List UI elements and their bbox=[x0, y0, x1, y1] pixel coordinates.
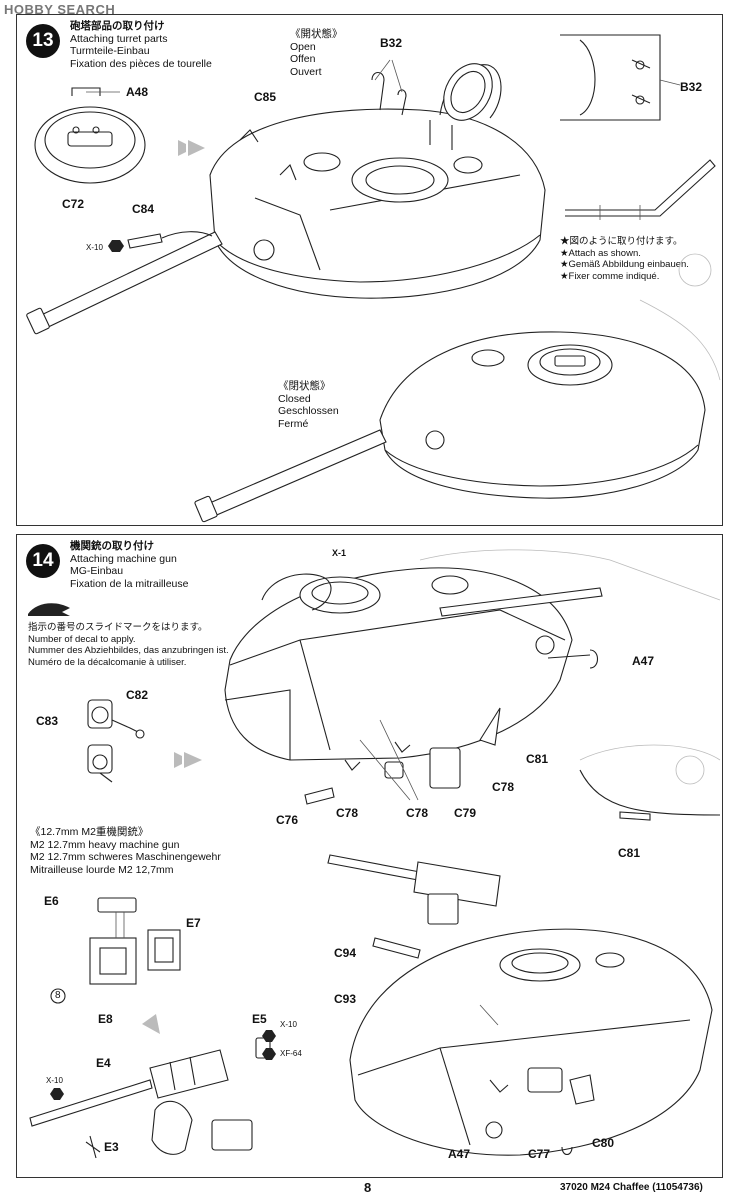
step-13-title: 砲塔部品の取り付け Attaching turret parts Turmtei… bbox=[70, 20, 212, 70]
part-e6: E6 bbox=[44, 894, 59, 908]
part-c80: C80 bbox=[592, 1136, 615, 1150]
part-c82: C82 bbox=[126, 688, 149, 702]
decal-note: 指示の番号のスライドマークをはります。 Number of decal to a… bbox=[28, 622, 229, 668]
product-code: 37020 M24 Chaffee (11054736) bbox=[560, 1182, 703, 1193]
step-14-number: 14 bbox=[26, 544, 60, 578]
part-c72: C72 bbox=[62, 197, 85, 211]
step-14-title: 機関銃の取り付け Attaching machine gun MG-Einbau… bbox=[70, 540, 189, 590]
part-c94: C94 bbox=[334, 946, 357, 960]
watermark: HOBBY SEARCH bbox=[4, 2, 116, 17]
page-number: 8 bbox=[364, 1180, 372, 1195]
decal-number: 8 bbox=[55, 990, 61, 1001]
part-c85: C85 bbox=[254, 90, 277, 104]
title-fr: Fixation des pièces de tourelle bbox=[70, 57, 212, 70]
part-c81: C81 bbox=[526, 752, 549, 766]
open-state-label: 《開状態》 Open Offen Ouvert bbox=[290, 28, 343, 78]
part-e3: E3 bbox=[104, 1140, 119, 1154]
part-c81-inset: C81 bbox=[618, 846, 641, 860]
title-de: Turmteile-Einbau bbox=[70, 45, 150, 57]
attach-note: ★図のように取り付けます。 ★Attach as shown. ★Gemäß A… bbox=[560, 236, 689, 282]
closed-state-label: 《閉状態》 Closed Geschlossen Fermé bbox=[278, 380, 339, 430]
paint-xf64: XF-64 bbox=[280, 1049, 302, 1058]
part-e8: E8 bbox=[98, 1012, 113, 1026]
part-b32: B32 bbox=[380, 36, 403, 50]
part-e7: E7 bbox=[186, 916, 201, 930]
part-c83: C83 bbox=[36, 714, 59, 728]
decal-icon bbox=[28, 603, 70, 616]
step-13-number: 13 bbox=[26, 24, 60, 58]
part-a48: A48 bbox=[126, 85, 149, 99]
part-c93: C93 bbox=[334, 992, 357, 1006]
title-ja: 砲塔部品の取り付け bbox=[70, 20, 165, 32]
part-c79: C79 bbox=[454, 806, 477, 820]
part-b32-inset: B32 bbox=[680, 80, 703, 94]
part-e5: E5 bbox=[252, 1012, 267, 1026]
paint-x10-e5: X-10 bbox=[280, 1020, 297, 1029]
part-c78-a: C78 bbox=[336, 806, 359, 820]
part-e4: E4 bbox=[96, 1056, 111, 1070]
paint-x10-e4: X-10 bbox=[46, 1076, 63, 1085]
paint-x10: X-10 bbox=[86, 243, 103, 252]
title-en: Attaching turret parts bbox=[70, 32, 168, 45]
part-a47-b: A47 bbox=[448, 1147, 471, 1161]
part-c78-b: C78 bbox=[406, 806, 429, 820]
part-x1: X-1 bbox=[332, 548, 347, 558]
part-a47: A47 bbox=[632, 654, 655, 668]
mg-title: 《12.7mm M2重機関銃》 M2 12.7mm heavy machine … bbox=[30, 826, 221, 876]
part-c77: C77 bbox=[528, 1147, 551, 1161]
part-c76: C76 bbox=[276, 813, 299, 827]
part-c84: C84 bbox=[132, 202, 155, 216]
part-c78-c: C78 bbox=[492, 780, 515, 794]
